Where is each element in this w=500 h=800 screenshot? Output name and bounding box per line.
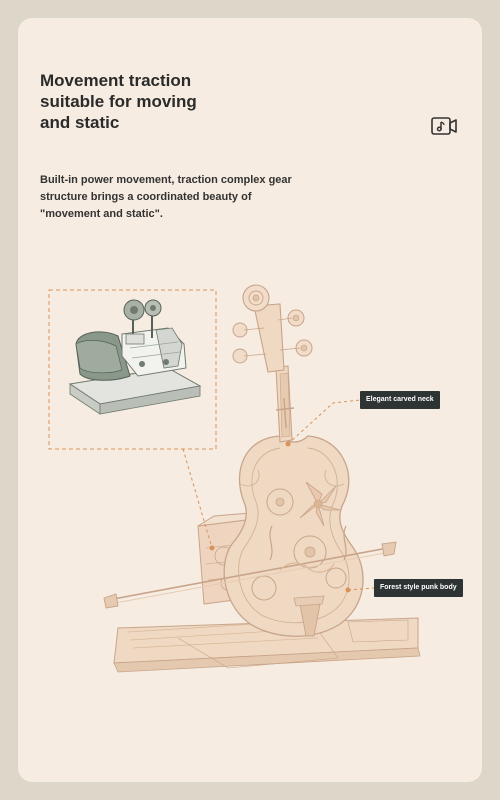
cello-bow	[103, 541, 397, 609]
cello-body	[223, 435, 364, 637]
callout-leaders	[182, 399, 375, 591]
cello-music-box-illustration	[48, 284, 421, 673]
cello-neck	[232, 284, 313, 443]
movement-inset	[48, 289, 217, 450]
headline: Movement traction suitable for moving an…	[40, 71, 197, 132]
callout-neck-label: Elegant carved neck	[360, 391, 440, 409]
description: Built-in power movement, traction comple…	[40, 174, 292, 220]
product-illustration: Elegant carved neck Forest style punk bo…	[18, 258, 482, 782]
book-base	[113, 617, 421, 673]
callout-body-label: Forest style punk body	[374, 579, 463, 597]
video-play-icon[interactable]	[430, 115, 458, 137]
content-card: Movement traction suitable for moving an…	[18, 18, 482, 782]
